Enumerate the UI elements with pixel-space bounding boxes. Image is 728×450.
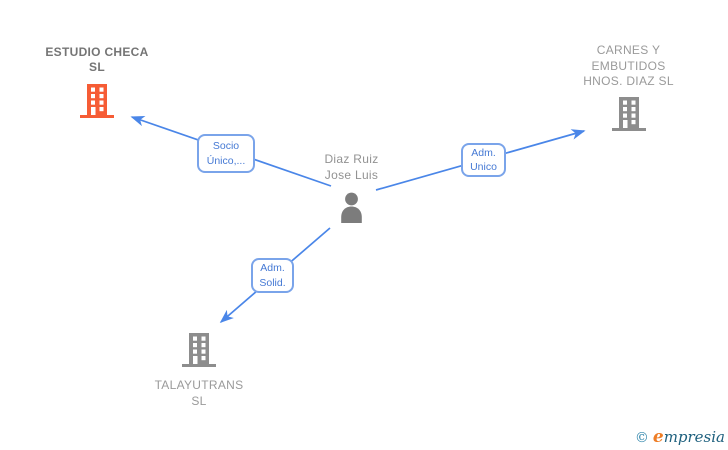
company-name: CARNES Y EMBUTIDOS HNOS. DIAZ SL: [583, 43, 674, 88]
building-icon: [611, 96, 647, 136]
person-node-diaz-ruiz[interactable]: Diaz Ruiz Jose Luis: [315, 151, 388, 228]
edge-label-adm-unico[interactable]: Adm. Unico: [461, 143, 506, 177]
company-node-carnes-embutidos[interactable]: CARNES Y EMBUTIDOS HNOS. DIAZ SL: [580, 43, 677, 136]
person-name: Diaz Ruiz Jose Luis: [324, 152, 379, 182]
company-name: ESTUDIO CHECA SL: [45, 45, 149, 74]
building-icon: [79, 84, 115, 123]
brand-name: mpresia: [663, 428, 725, 446]
person-icon: [336, 192, 367, 228]
company-name: TALAYUTRANS SL: [154, 378, 244, 408]
brand-initial: e: [652, 427, 664, 447]
copyright-icon: ©: [634, 430, 649, 446]
empresia-logo[interactable]: ©empresia: [635, 427, 725, 447]
company-node-estudio-checa[interactable]: ESTUDIO CHECA SL: [37, 45, 157, 123]
building-icon: [181, 333, 217, 372]
company-node-talayutrans[interactable]: TALAYUTRANS SL: [147, 333, 251, 409]
edge-label-adm-solid[interactable]: Adm. Solid.: [251, 258, 294, 293]
edge-label-socio-unico[interactable]: Socio Único,...: [197, 134, 255, 173]
